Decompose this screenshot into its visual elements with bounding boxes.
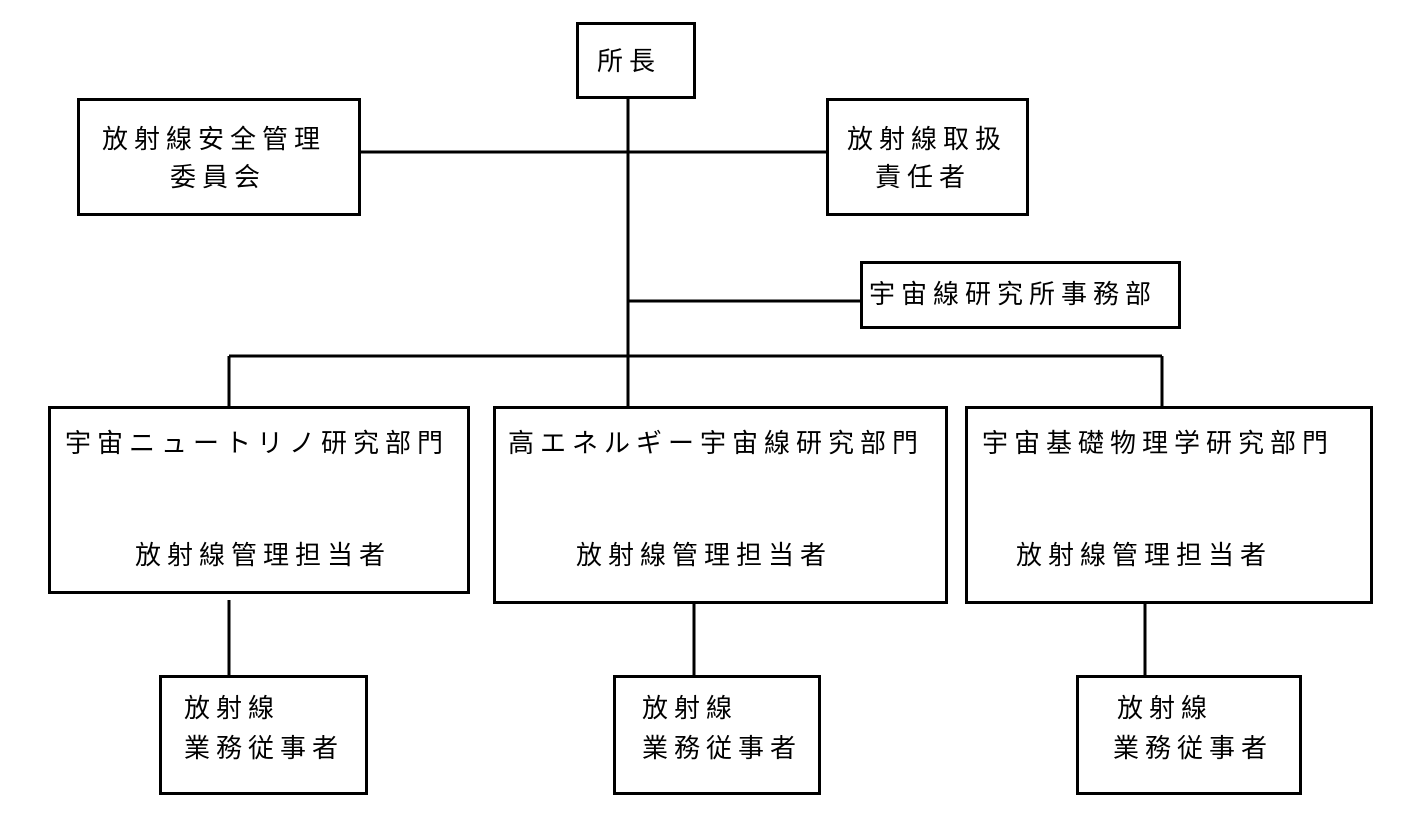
office-label: 宇宙線研究所事務部 [869, 280, 1158, 310]
division-name: 宇宙ニュートリノ研究部門 [65, 429, 450, 459]
radiation-manager-label: 放射線管理担当者 [576, 541, 833, 571]
supervisor-label-line1: 放射線取扱 [847, 125, 1008, 155]
division-box: 宇宙基礎物理学研究部門 放射線管理担当者 [965, 406, 1373, 604]
supervisor-label-line2: 責任者 [875, 163, 972, 193]
worker-label-line1: 放射線 [184, 694, 281, 724]
division-box: 高エネルギー宇宙線研究部門 放射線管理担当者 [493, 406, 948, 604]
worker-box: 放射線 業務従事者 [1076, 675, 1302, 795]
radiation-manager-label: 放射線管理担当者 [1016, 541, 1273, 571]
worker-box: 放射線 業務従事者 [159, 675, 368, 795]
worker-label-line1: 放射線 [642, 694, 739, 724]
worker-box: 放射線 業務従事者 [613, 675, 821, 795]
supervisor-box: 放射線取扱 責任者 [826, 98, 1029, 216]
director-label: 所長 [597, 47, 662, 77]
radiation-manager-label: 放射線管理担当者 [135, 541, 392, 571]
committee-box: 放射線安全管理 委員会 [77, 98, 361, 216]
committee-label-line2: 委員会 [170, 163, 267, 193]
office-box: 宇宙線研究所事務部 [860, 261, 1181, 329]
division-box: 宇宙ニュートリノ研究部門 放射線管理担当者 [48, 406, 470, 594]
committee-label-line1: 放射線安全管理 [102, 125, 327, 155]
worker-label-line2: 業務従事者 [184, 734, 345, 764]
worker-label-line2: 業務従事者 [1113, 734, 1274, 764]
worker-label-line1: 放射線 [1117, 694, 1214, 724]
division-name: 宇宙基礎物理学研究部門 [982, 429, 1335, 459]
division-name: 高エネルギー宇宙線研究部門 [508, 429, 925, 459]
worker-label-line2: 業務従事者 [642, 734, 803, 764]
director-box: 所長 [576, 22, 696, 99]
